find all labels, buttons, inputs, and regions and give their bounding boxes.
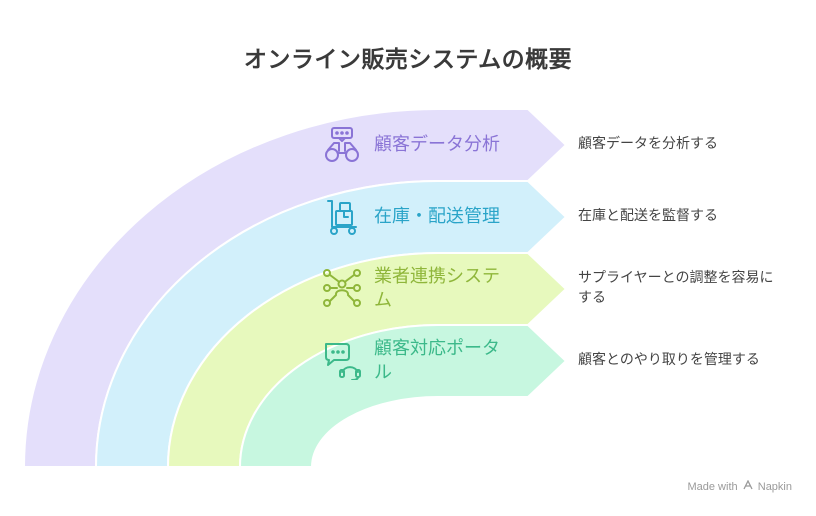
footer-credit: Made with Napkin [687, 480, 792, 493]
support-chat-icon [325, 343, 361, 380]
desc-supplier-line1: サプライヤーとの調整を容易に [578, 270, 774, 286]
label-portal-line2: ル [374, 362, 392, 383]
desc-customer-data: 顧客データを分析する [578, 136, 718, 152]
band-portal [238, 324, 568, 468]
label-supplier: 業者連携システ ム [374, 265, 500, 313]
page-title: オンライン販売システムの概要 [243, 47, 573, 73]
label-portal-line1: 顧客対応ポータ [374, 338, 500, 359]
binoculars-icon [325, 127, 359, 162]
footer-made-with: Made with [687, 481, 738, 493]
napkin-logo-icon [743, 480, 753, 490]
hand-truck-icon [327, 200, 357, 235]
footer-brand: Napkin [757, 481, 792, 493]
desc-portal: 顧客とのやり取りを管理する [578, 352, 760, 368]
desc-inventory: 在庫と配送を監督する [578, 208, 718, 224]
label-customer-data: 顧客データ分析 [374, 134, 500, 155]
network-icon [323, 269, 361, 307]
desc-supplier-line2: する [578, 290, 606, 306]
label-supplier-line2: ム [374, 290, 392, 311]
label-portal: 顧客対応ポータ ル [374, 337, 500, 385]
desc-supplier: サプライヤーとの調整を容易に する [578, 268, 798, 308]
label-inventory: 在庫・配送管理 [374, 206, 500, 227]
label-supplier-line1: 業者連携システ [374, 266, 500, 287]
